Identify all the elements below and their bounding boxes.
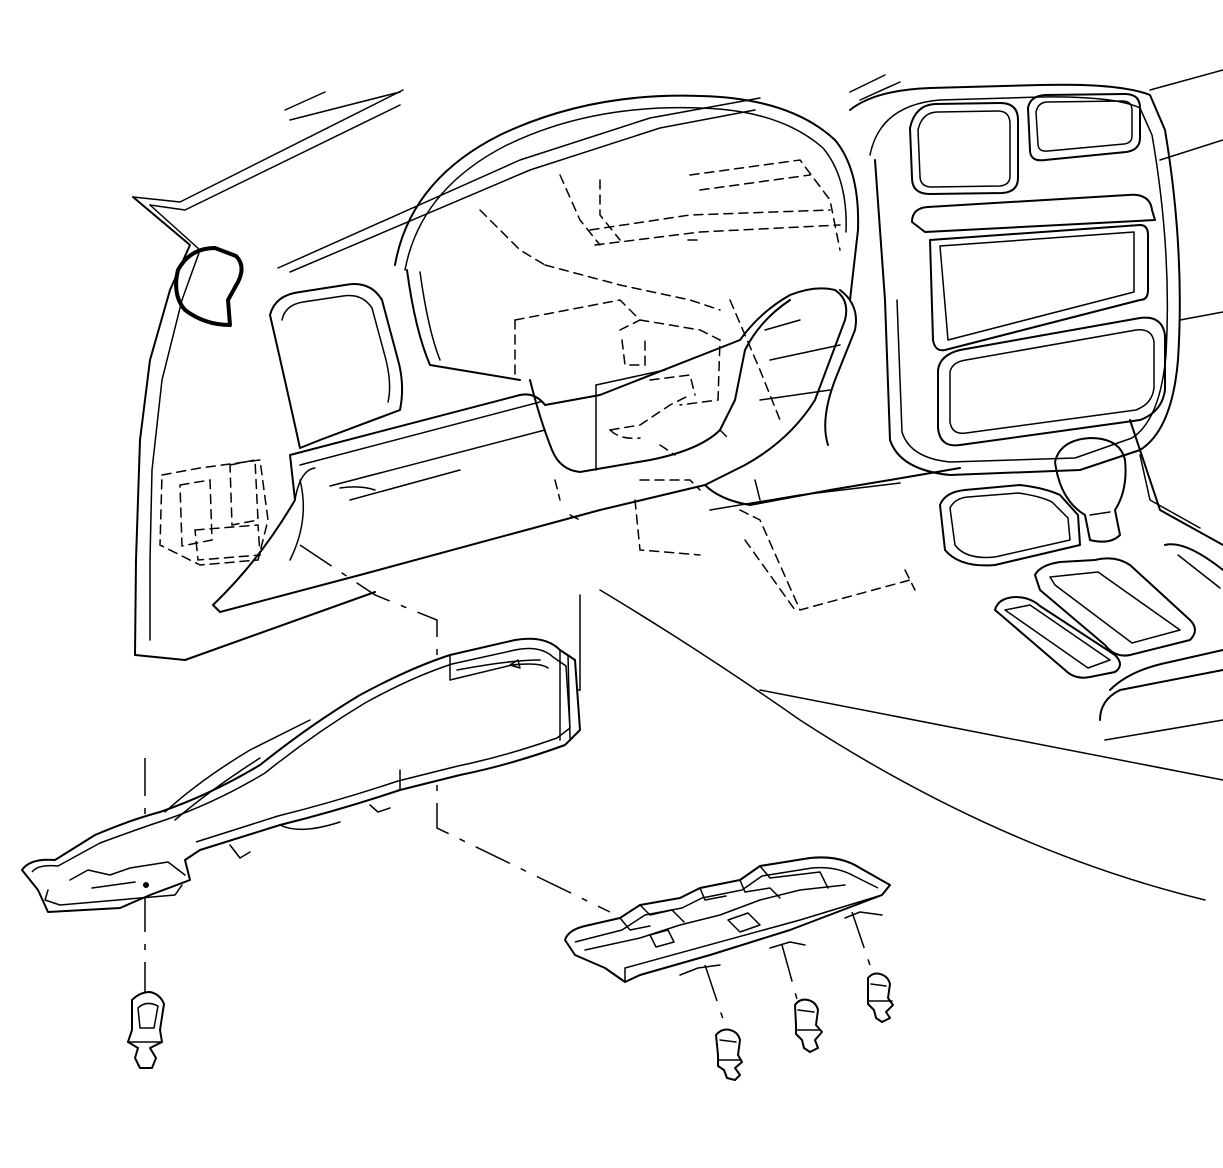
push-pin-retainer [867,972,894,1023]
push-pin-retainer [127,991,165,1069]
hidden-components [159,159,916,611]
center-console [599,69,1223,901]
floor-air-duct [21,637,581,913]
push-pin-retainer [715,1028,743,1081]
instrument-panel [132,74,1181,661]
push-pin-retainer [794,998,823,1053]
duct-bracket [564,856,891,983]
